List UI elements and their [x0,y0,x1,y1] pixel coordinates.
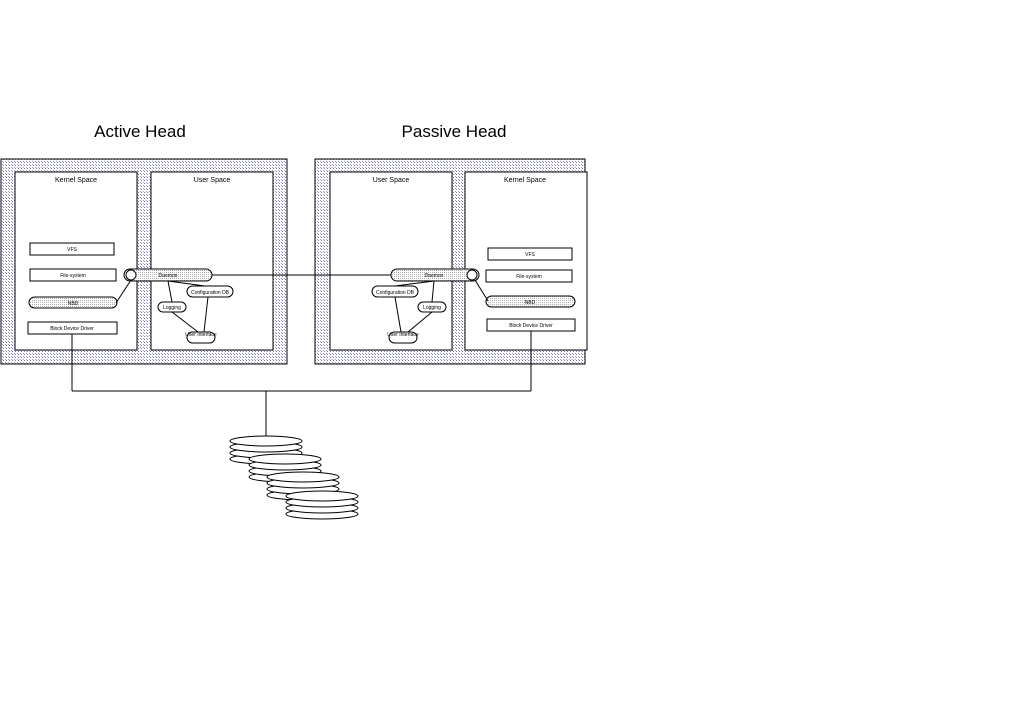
active-configdb-label: Configuration DB [191,290,230,296]
passive-vfs-label: VFS [525,252,535,258]
active-user-pane [150,171,274,351]
active-vfs-label: VFS [67,247,77,253]
passive-daemon-label: Daemon [425,273,444,279]
active-ui-pill [186,331,216,344]
active-logging-label: Logging [163,305,181,311]
active-kernel-title: Kernel Space [55,177,97,184]
passive-head: User Space Kernel Space VFS File-system … [314,158,588,365]
passive-kernel-title: Kernel Space [504,177,546,184]
passive-configdb-label: Configuration DB [376,290,415,296]
passive-vfs-box [487,247,573,261]
passive-daemon-port [466,269,478,281]
active-daemon-port [125,269,137,281]
active-head: Kernel Space User Space VFS File-system … [0,158,288,365]
passive-user-pane [329,171,453,351]
disk-stack [285,490,359,520]
passive-nbd-pill [485,295,576,308]
shared-storage-disks [229,435,359,520]
disk-platter [266,471,340,483]
active-configdb-pill [186,285,234,298]
disk-platter [285,490,359,502]
passive-ui-label: User Interface [387,332,419,338]
disk-platter [229,435,303,447]
active-nbd-label: NBD [68,301,79,307]
active-nbd-pill [28,296,118,309]
passive-filesystem-label: File-system [516,274,542,280]
active-kernel-pane [14,171,138,351]
active-vfs-box [29,242,115,256]
active-user-title: User Space [194,177,231,184]
passive-head-title: Passive Head [402,122,507,141]
storage-bus [71,331,532,440]
active-filesystem-label: File-system [60,273,86,279]
disk-stack [248,453,322,483]
passive-logging-label: Logging [423,305,441,311]
passive-block-driver-label: Block Device Driver [509,323,553,329]
active-daemon-label: Daemon [159,273,178,279]
active-block-driver-label: Block Device Driver [50,326,94,332]
active-filesystem-box [29,268,117,282]
active-ui-label: User Interface [185,332,217,338]
passive-nbd-label: NBD [525,300,536,306]
passive-ui-pill [388,331,418,344]
passive-filesystem-box [485,269,573,283]
passive-user-title: User Space [373,177,410,184]
active-head-title: Active Head [94,122,186,141]
disk-platter [248,453,322,465]
